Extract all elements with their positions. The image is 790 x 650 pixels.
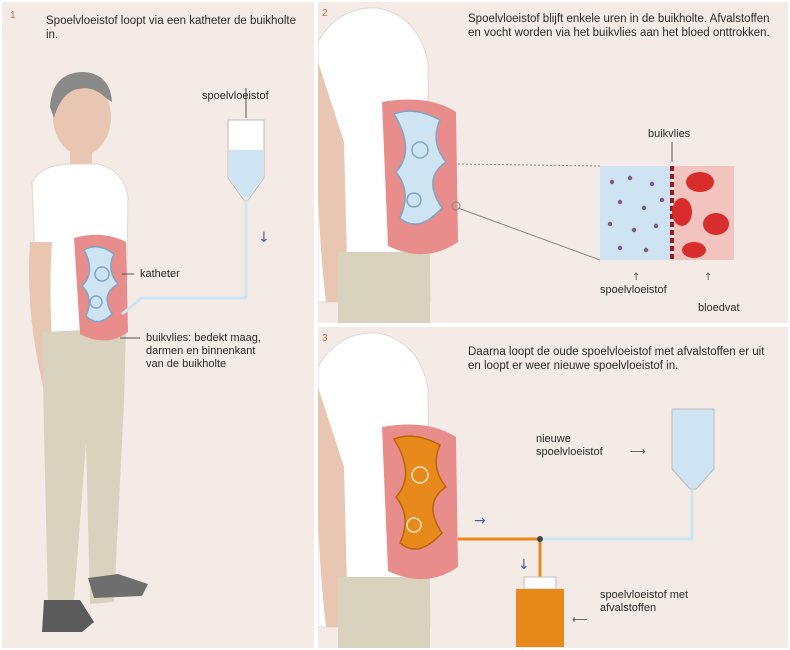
shoe-back: [88, 574, 148, 598]
supply-tube: [540, 487, 692, 539]
panel-3: → ↓ ⟶ ⟵ 3 Daarna loopt de oude spoelvloe…: [318, 327, 788, 648]
waste-container-neck: [524, 577, 556, 589]
panel-3-illustration: → ↓ ⟶ ⟵: [318, 327, 788, 648]
zoom-line: [458, 164, 600, 166]
new-fluid-bag: [672, 409, 714, 489]
panel-1: ↓ 1 Spoelvloeistof loopt via een kathete…: [2, 2, 314, 648]
label-peritoneum: buikvlies: bedekt maag, darmen en binnen…: [146, 332, 266, 371]
flow-arrow-right: →: [474, 513, 486, 529]
step-number: 3: [322, 333, 328, 344]
shoe-front: [42, 600, 94, 632]
trousers: [42, 328, 126, 604]
step-caption: Spoelvloeistof loopt via een katheter de…: [46, 14, 296, 42]
zoom-line: [458, 208, 600, 260]
label-blood-vessel: bloedvat: [698, 302, 740, 315]
label-new-fluid: nieuwe spoelvloeistof: [536, 433, 626, 459]
trousers: [338, 577, 430, 648]
flow-arrow-down: ↓: [518, 557, 530, 573]
label-peritoneum: buikvlies: [648, 128, 690, 141]
label-waste-fluid: spoelvloeistof met afvalstoffen: [600, 589, 690, 615]
step-number: 1: [10, 10, 16, 21]
trousers: [338, 252, 430, 323]
fluid-level: [229, 150, 263, 198]
pointer-arrow-up: ↑: [704, 272, 712, 283]
waste-container: [516, 589, 564, 647]
pointer-arrow-left: ⟵: [572, 613, 588, 626]
pointer-arrow-right: ⟶: [630, 445, 646, 458]
step-caption: Daarna loopt de oude spoelvloeistof met …: [468, 345, 768, 373]
fluid-side: [600, 166, 672, 260]
label-catheter: katheter: [140, 268, 180, 281]
pointer-arrow-up: ↑: [632, 272, 640, 283]
step-caption: Spoelvloeistof blijft enkele uren in de …: [468, 12, 778, 40]
step-number: 2: [322, 8, 328, 19]
valve: [537, 536, 543, 542]
label-fluid: spoelvloeistof: [202, 90, 269, 103]
label-fluid: spoelvloeistof: [600, 284, 667, 297]
flow-arrow-down: ↓: [258, 230, 270, 246]
catheter-tube: [122, 200, 246, 314]
panel-2: ↑ ↑ 2 Spoelvloeistof blijft enkele uren …: [318, 2, 788, 323]
panel-2-illustration: ↑ ↑: [318, 2, 788, 323]
